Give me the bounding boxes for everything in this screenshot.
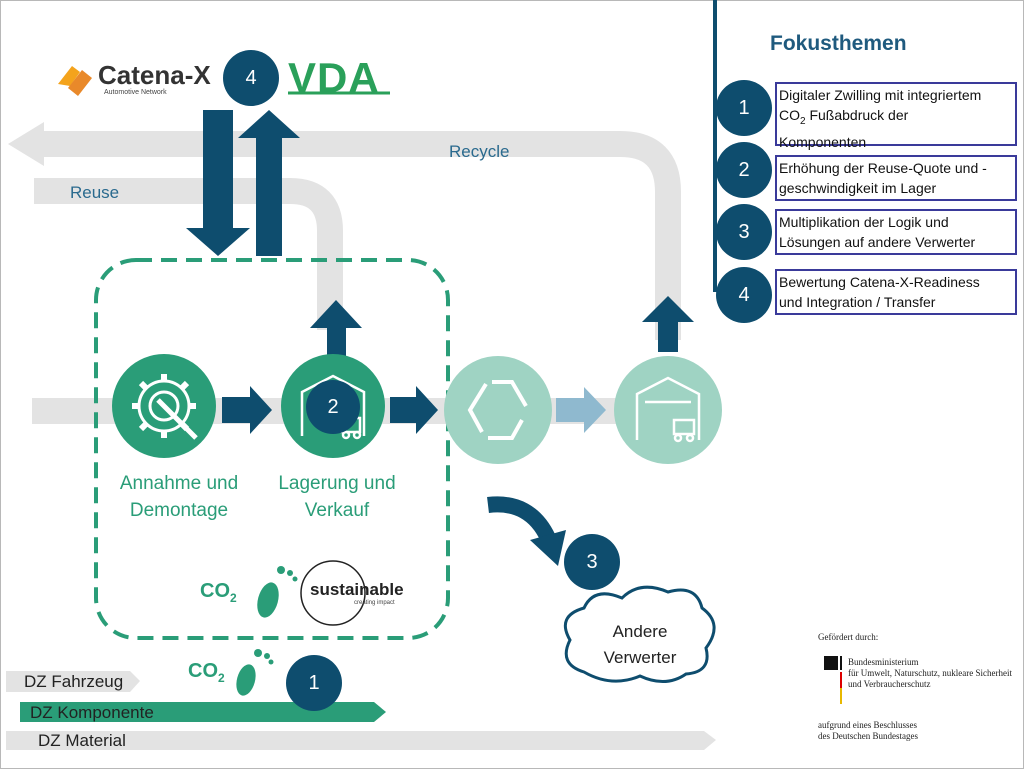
- step2-label-line1: Lagerung und: [278, 473, 396, 494]
- flow-arrow-1: [222, 386, 272, 434]
- catenax-logo-text: Catena-X: [98, 60, 211, 90]
- ministry-line3: und Verbraucherschutz: [848, 679, 931, 689]
- focus-item-1-line3: Komponenten: [779, 133, 867, 150]
- co2-subscript: 2: [218, 671, 225, 685]
- ministry-line1: Bundesministerium: [848, 657, 919, 667]
- warehouse-faded-station: [614, 356, 722, 464]
- focus-item-1-line2: CO2 Fußabdruck der: [779, 107, 909, 127]
- funding-note-line1: aufgrund eines Beschlusses: [818, 720, 917, 730]
- other-recyclers-label: Andere Verwerter: [590, 619, 690, 671]
- ministry-line2: für Umwelt, Naturschutz, nukleare Sicher…: [848, 668, 1012, 678]
- catenax-logo-icon: [58, 66, 92, 96]
- co2-subscript: 2: [230, 591, 237, 605]
- badge-3-recyclers: 3: [564, 534, 620, 590]
- badge-2-warehouse: 2: [306, 380, 360, 434]
- flow-arrow-2: [390, 386, 438, 434]
- focus-item-4: Bewertung Catena-X-Readiness und Integra…: [775, 269, 1017, 315]
- badge-4-catenax: 4: [223, 50, 279, 106]
- curved-arrow: [487, 496, 556, 542]
- funding-note-line2: des Deutschen Bundestages: [818, 731, 918, 741]
- focus-item-2: Erhöhung der Reuse-Quote und - geschwind…: [775, 155, 1017, 201]
- focus-badge-3: 3: [716, 204, 772, 260]
- focus-item-1-line1: Digitaler Zwilling mit integriertem: [779, 87, 982, 103]
- dz-material-label: DZ Material: [38, 731, 126, 750]
- footprint-icon: [257, 566, 298, 618]
- warehouse-faded-icon: [635, 376, 701, 443]
- recycling-station: [444, 356, 552, 464]
- reuse-flow: [34, 178, 343, 330]
- focus-badge-1: 1: [716, 80, 772, 136]
- vda-logo-text: VDA: [288, 54, 380, 101]
- up-arrow: [238, 110, 300, 256]
- recycle-flow: [40, 131, 681, 340]
- co2-text: CO: [188, 660, 218, 682]
- flow-arrow-3: [556, 387, 606, 433]
- focus-item-2-line1: Erhöhung der Reuse-Quote und -: [779, 160, 987, 176]
- sustainable-logo-ring: [300, 560, 366, 626]
- footprint-icon: [236, 649, 274, 696]
- co2-label-box: CO2: [200, 580, 237, 605]
- step1-label: Annahme und Demontage: [112, 470, 246, 524]
- badge-1-component: 1: [286, 655, 342, 711]
- step2-label-line2: Verkauf: [304, 500, 370, 521]
- dz-material-bar: [6, 731, 716, 750]
- focus-item-4-line1: Bewertung Catena-X-Readiness: [779, 274, 980, 290]
- focus-badge-2: 2: [716, 142, 772, 198]
- focus-badge-4: 4: [716, 267, 772, 323]
- other-recyclers-line2: Verwerter: [603, 648, 677, 667]
- sustainable-logo-text: sustainable: [310, 580, 404, 599]
- process-boundary: [94, 258, 450, 640]
- catenax-logo-subtext: Automotive Network: [104, 89, 167, 96]
- recycle-up-arrow: [642, 296, 694, 352]
- recycle-arrowhead: [8, 122, 44, 166]
- co2-label-bottom: CO2: [188, 660, 225, 685]
- dz-komponente-bar: [20, 702, 386, 722]
- other-recyclers-line1: Andere: [612, 622, 668, 641]
- focus-item-3: Multiplikation der Logik und Lösungen au…: [775, 209, 1017, 255]
- reuse-label: Reuse: [70, 183, 120, 202]
- curved-arrowhead: [530, 530, 566, 566]
- funding-heading: Gefördert durch:: [818, 632, 879, 642]
- sustainable-logo-subtext: creating impact: [354, 600, 395, 606]
- recycle-label: Recycle: [449, 142, 510, 161]
- step1-label-line2: Demontage: [129, 500, 229, 521]
- down-arrow: [186, 110, 250, 256]
- eagle-emblem-icon: [824, 656, 842, 704]
- ministry-name: Bundesministerium für Umwelt, Naturschut…: [848, 657, 1012, 690]
- other-recyclers-cloud: [563, 585, 716, 683]
- funding-note: aufgrund eines Beschlusses des Deutschen…: [818, 720, 918, 742]
- focus-title: Fokusthemen: [770, 32, 907, 55]
- focus-item-3-line2: Lösungen auf andere Verwerter: [779, 234, 976, 250]
- step2-label: Lagerung und Verkauf: [270, 470, 404, 524]
- gear-wrench-icon: [132, 374, 198, 440]
- dz-fahrzeug-bar: [6, 671, 140, 692]
- co2-text: CO: [200, 580, 230, 602]
- reuse-up-arrow: [310, 300, 362, 360]
- dz-komponente-label: DZ Komponente: [30, 703, 154, 722]
- step1-label-line1: Annahme und: [119, 473, 239, 494]
- focus-item-2-line2: geschwindigkeit im Lager: [779, 180, 937, 196]
- focus-item-1: Digitaler Zwilling mit integriertem CO2 …: [775, 82, 1017, 150]
- recycle-icon: [467, 380, 528, 440]
- focus-item-3-line1: Multiplikation der Logik und: [779, 214, 949, 230]
- focus-item-4-line2: und Integration / Transfer: [779, 294, 936, 310]
- dz-fahrzeug-label: DZ Fahrzeug: [24, 672, 124, 691]
